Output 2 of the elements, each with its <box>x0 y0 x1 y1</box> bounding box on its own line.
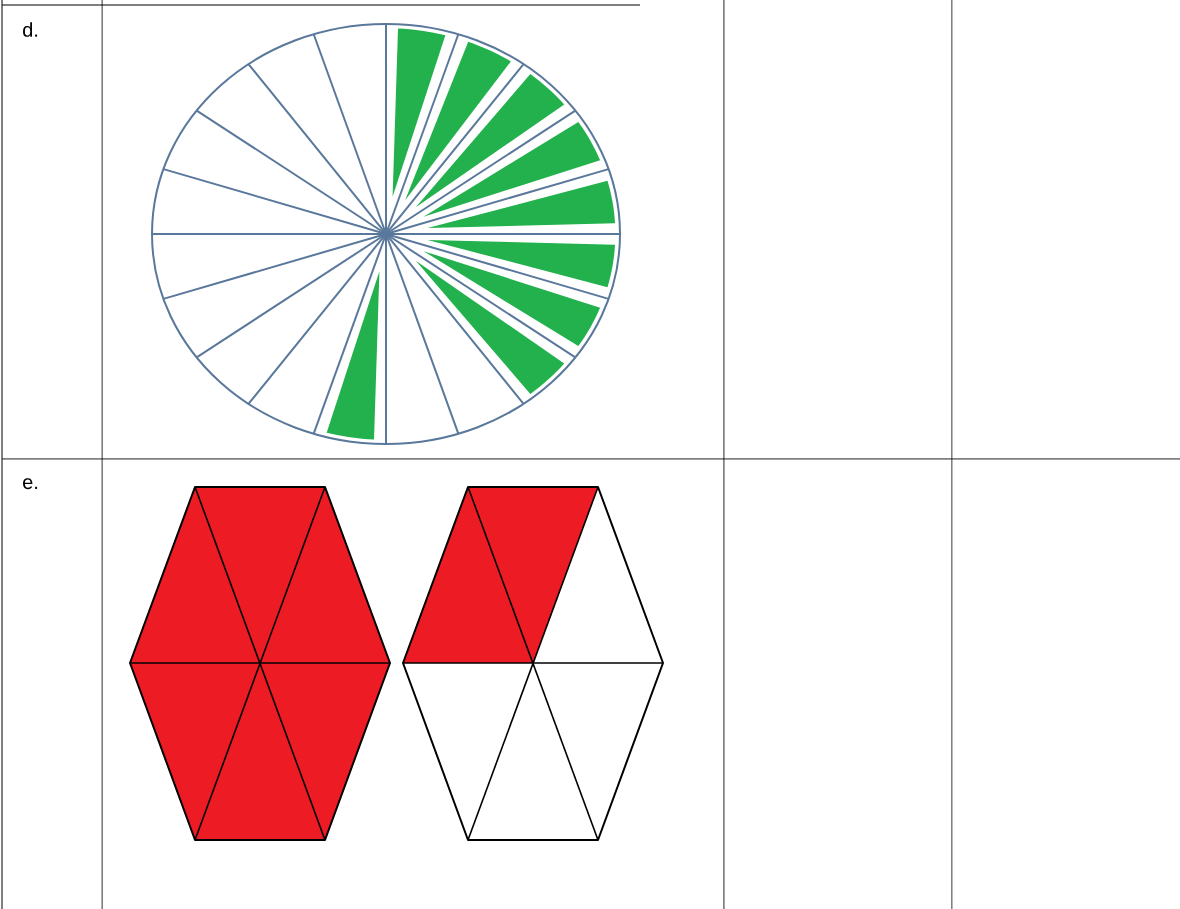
row-label: d. <box>23 22 38 37</box>
row-label: e. <box>23 478 38 490</box>
